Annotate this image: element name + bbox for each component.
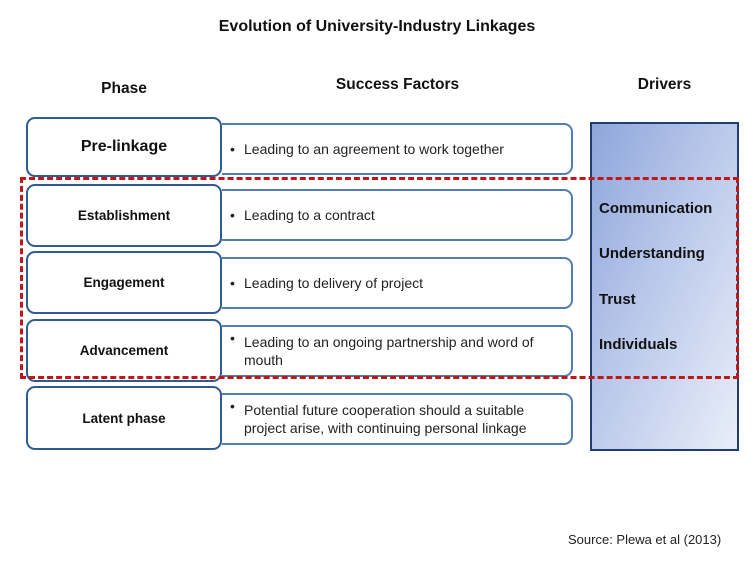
success-factor-line: Leading to an ongoing partnership and wo… (244, 334, 534, 350)
success-factor-establishment: • Leading to a contract (222, 189, 573, 241)
bullet-icon: • (230, 207, 235, 223)
success-factor-pre-linkage: • Leading to an agreement to work togeth… (222, 123, 573, 175)
success-factor-advancement: • Leading to an ongoing partnership and … (222, 325, 573, 377)
success-factor-line: mouth (244, 352, 283, 368)
phase-engagement: Engagement (26, 251, 222, 314)
phase-column-header: Phase (101, 80, 147, 97)
drivers-panel (590, 122, 739, 451)
bullet-icon: • (230, 398, 235, 414)
success-factor-text: Leading to a contract (244, 207, 375, 223)
phase-advancement: Advancement (26, 319, 222, 382)
bullet-icon: • (230, 330, 235, 346)
success-factor-text: Leading to an ongoing partnership and wo… (244, 333, 534, 369)
bullet-icon: • (230, 141, 235, 157)
driver-individuals: Individuals (599, 336, 678, 353)
success-factor-line: project arise, with continuing personal … (244, 420, 527, 436)
success-factor-engagement: • Leading to delivery of project (222, 257, 573, 309)
phase-establishment: Establishment (26, 184, 222, 247)
driver-understanding: Understanding (599, 245, 705, 262)
driver-trust: Trust (599, 291, 636, 308)
success-factor-text: Leading to an agreement to work together (244, 141, 504, 157)
bullet-icon: • (230, 275, 235, 291)
diagram-title: Evolution of University-Industry Linkage… (218, 18, 536, 35)
success-factor-line: Potential future cooperation should a su… (244, 402, 525, 418)
success-factor-latent-phase: • Potential future cooperation should a … (222, 393, 573, 445)
phase-pre-linkage: Pre-linkage (26, 117, 222, 177)
success-factors-column-header: Success Factors (335, 76, 460, 93)
drivers-column-header: Drivers (637, 76, 692, 93)
source-citation: Source: Plewa et al (2013) (568, 532, 722, 547)
success-factor-text: Leading to delivery of project (244, 275, 423, 291)
driver-communication: Communication (599, 200, 713, 217)
phase-latent: Latent phase (26, 386, 222, 450)
success-factor-text: Potential future cooperation should a su… (244, 401, 527, 437)
